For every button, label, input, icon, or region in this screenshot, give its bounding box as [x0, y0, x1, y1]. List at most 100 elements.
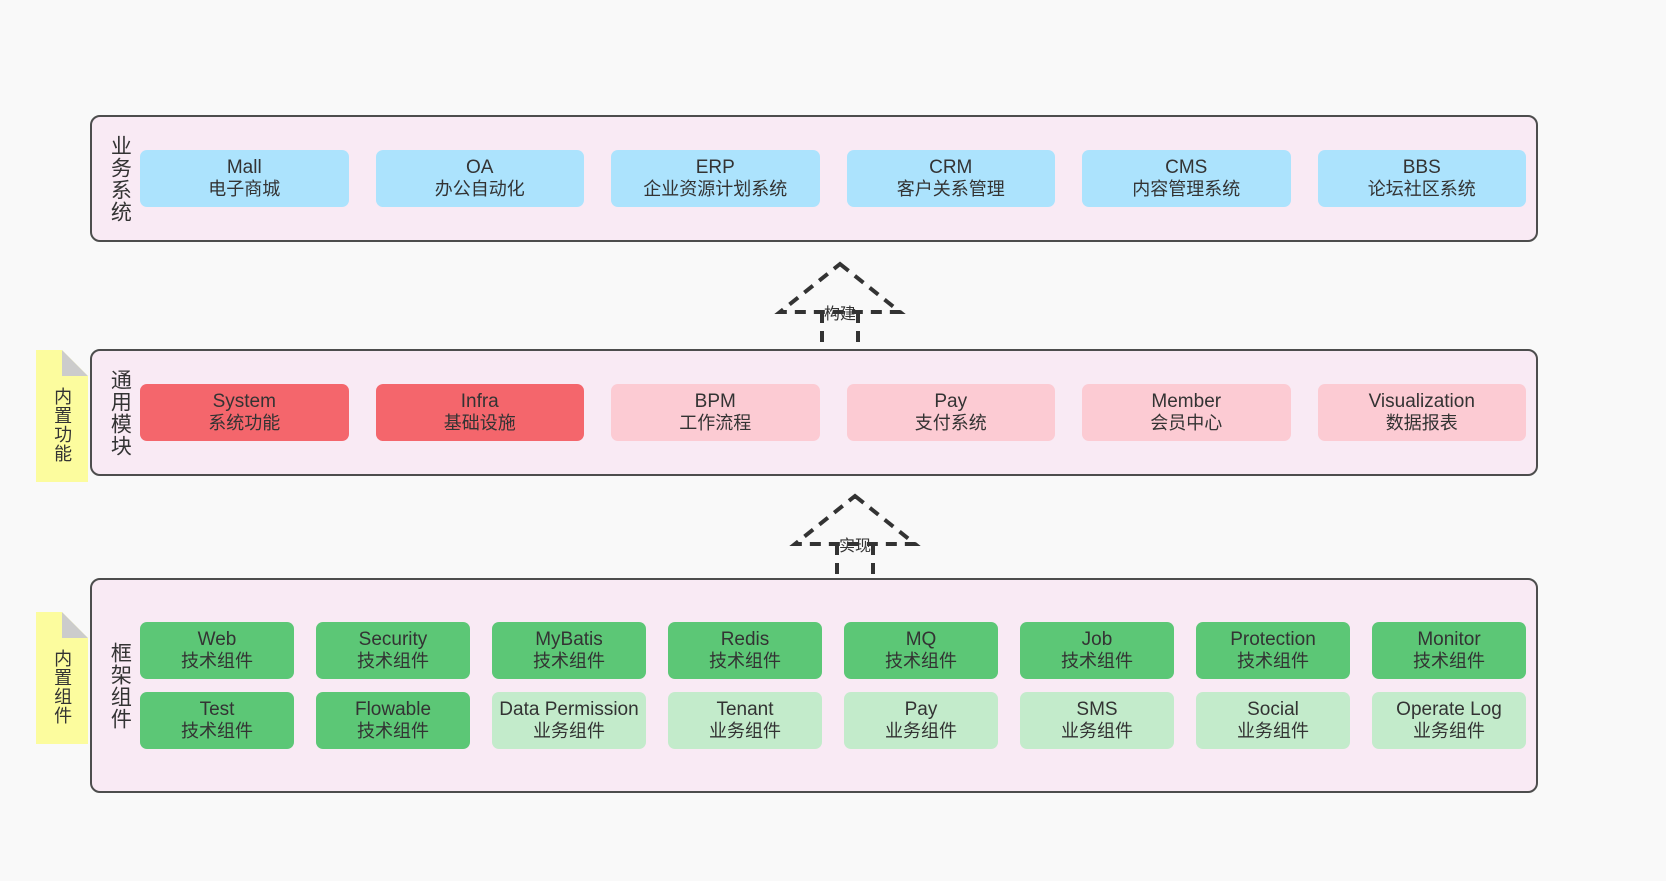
module-card-test[interactable]: Test 技术组件 [140, 692, 294, 750]
module-card-monitor[interactable]: Monitor 技术组件 [1372, 621, 1526, 679]
note-builtin-component: 内置组件 [36, 612, 88, 744]
card-title-cn: 业务组件 [1237, 721, 1309, 742]
note-builtin-function: 内置功能 [36, 350, 88, 482]
card-title-en: System [212, 390, 276, 412]
module-card-crm[interactable]: CRM 客户关系管理 [846, 149, 1055, 208]
module-card-security[interactable]: Security 技术组件 [316, 621, 470, 679]
card-title-cn: 工作流程 [679, 413, 752, 434]
card-title-en: SMS [1076, 699, 1118, 720]
card-title-cn: 业务组件 [1061, 721, 1133, 742]
module-card-flowable[interactable]: Flowable 技术组件 [316, 692, 470, 750]
connector-build: 构建 [760, 260, 920, 350]
card-title-cn: 企业资源计划系统 [643, 179, 788, 200]
card-title-en: Flowable [354, 699, 432, 720]
card-title-en: Social [1247, 699, 1299, 720]
module-card-mybatis[interactable]: MyBatis 技术组件 [492, 621, 646, 679]
module-card-sms[interactable]: SMS 业务组件 [1020, 692, 1174, 750]
card-title-en: Protection [1230, 628, 1316, 650]
card-title-cn: 支付系统 [914, 413, 987, 434]
card-title-cn: 业务组件 [709, 721, 781, 742]
card-title-en: BPM [694, 390, 736, 412]
card-title-cn: 办公自动化 [434, 179, 525, 200]
card-title-cn: 业务组件 [885, 721, 957, 742]
note-fold-corner-icon [62, 350, 88, 376]
card-title-cn: 技术组件 [533, 651, 605, 672]
card-title-en: BBS [1402, 156, 1441, 178]
module-card-oa[interactable]: OA 办公自动化 [375, 149, 584, 208]
card-title-en: CMS [1165, 156, 1208, 178]
module-card-social[interactable]: Social 业务组件 [1196, 692, 1350, 750]
card-title-cn: 技术组件 [357, 651, 429, 672]
module-card-protection[interactable]: Protection 技术组件 [1196, 621, 1350, 679]
module-card-job[interactable]: Job 技术组件 [1020, 621, 1174, 679]
card-title-cn: 技术组件 [1061, 651, 1133, 672]
module-card-pay[interactable]: Pay 支付系统 [846, 383, 1055, 442]
card-title-en: Monitor [1417, 628, 1481, 650]
card-title-en: MyBatis [535, 628, 603, 650]
card-title-en: Operate Log [1396, 699, 1502, 720]
module-card-operate-log[interactable]: Operate Log 业务组件 [1372, 692, 1526, 750]
card-title-cn: 技术组件 [885, 651, 957, 672]
module-card-redis[interactable]: Redis 技术组件 [668, 621, 822, 679]
card-title-cn: 电子商城 [208, 179, 281, 200]
note-label: 内置功能 [52, 387, 73, 463]
card-title-en: CRM [929, 156, 973, 178]
connector-implement: 实现 [775, 492, 935, 582]
module-card-tenant[interactable]: Tenant 业务组件 [668, 692, 822, 750]
layer-business-system: 业务系统 Mall 电子商城 OA 办公自动化 ERP 企业资源计划系统 CRM… [90, 115, 1538, 242]
card-row: Web 技术组件 Security 技术组件 MyBatis 技术组件 Redi… [140, 621, 1526, 679]
layer-caption-common-module: 通用模块 [108, 368, 132, 457]
layer-framework-component: 框架组件 Web 技术组件 Security 技术组件 MyBatis 技术组件… [90, 578, 1538, 793]
card-title-en: Visualization [1368, 390, 1475, 412]
layer-common-module: 通用模块 System 系统功能 Infra 基础设施 BPM 工作流程 Pay… [90, 349, 1538, 476]
card-title-cn: 数据报表 [1385, 413, 1458, 434]
connector-implement-arrow [789, 493, 921, 582]
card-row: Mall 电子商城 OA 办公自动化 ERP 企业资源计划系统 CRM 客户关系… [140, 149, 1526, 208]
card-title-en: Security [358, 628, 428, 650]
module-card-cms[interactable]: CMS 内容管理系统 [1082, 149, 1291, 208]
module-card-erp[interactable]: ERP 企业资源计划系统 [611, 149, 820, 208]
card-title-cn: 论坛社区系统 [1367, 179, 1476, 200]
module-card-infra[interactable]: Infra 基础设施 [375, 383, 584, 442]
connector-label-implement: 实现 [839, 538, 872, 555]
note-fold-corner-icon [62, 612, 88, 638]
card-title-cn: 技术组件 [357, 721, 429, 742]
card-title-en: MQ [905, 628, 937, 650]
card-title-en: Test [199, 699, 235, 720]
module-card-web[interactable]: Web 技术组件 [140, 621, 294, 679]
card-title-cn: 客户关系管理 [896, 179, 1005, 200]
module-card-mall[interactable]: Mall 电子商城 [140, 149, 349, 208]
card-row: Test 技术组件 Flowable 技术组件 Data Permission … [140, 692, 1526, 750]
module-card-member[interactable]: Member 会员中心 [1082, 383, 1291, 442]
connector-build-arrow [774, 261, 906, 350]
layer-body-framework-component: Web 技术组件 Security 技术组件 MyBatis 技术组件 Redi… [140, 588, 1526, 783]
card-title-cn: 技术组件 [1237, 651, 1309, 672]
card-title-en: Pay [934, 390, 968, 412]
card-title-en: Mall [226, 156, 262, 178]
card-title-en: Infra [460, 390, 499, 412]
card-title-en: Tenant [716, 699, 774, 720]
module-card-system[interactable]: System 系统功能 [140, 383, 349, 442]
card-title-en: Pay [904, 699, 938, 720]
card-row: System 系统功能 Infra 基础设施 BPM 工作流程 Pay 支付系统… [140, 383, 1526, 442]
note-label: 内置组件 [52, 649, 73, 725]
layer-caption-framework-component: 框架组件 [108, 641, 132, 730]
module-card-visualization[interactable]: Visualization 数据报表 [1317, 383, 1526, 442]
module-card-mq[interactable]: MQ 技术组件 [844, 621, 998, 679]
card-title-cn: 技术组件 [181, 721, 253, 742]
card-title-cn: 基础设施 [443, 413, 516, 434]
card-title-en: Job [1081, 628, 1113, 650]
connector-label-build: 构建 [824, 306, 857, 323]
layer-caption-business-system: 业务系统 [108, 134, 132, 223]
layer-body-common-module: System 系统功能 Infra 基础设施 BPM 工作流程 Pay 支付系统… [140, 359, 1526, 466]
card-title-en: OA [466, 156, 494, 178]
layer-body-business-system: Mall 电子商城 OA 办公自动化 ERP 企业资源计划系统 CRM 客户关系… [140, 125, 1526, 232]
module-card-pay-business[interactable]: Pay 业务组件 [844, 692, 998, 750]
module-card-bpm[interactable]: BPM 工作流程 [611, 383, 820, 442]
card-title-en: Web [197, 628, 237, 650]
module-card-data-permission[interactable]: Data Permission 业务组件 [492, 692, 646, 750]
card-title-cn: 技术组件 [181, 651, 253, 672]
module-card-bbs[interactable]: BBS 论坛社区系统 [1317, 149, 1526, 208]
card-title-cn: 系统功能 [208, 413, 281, 434]
